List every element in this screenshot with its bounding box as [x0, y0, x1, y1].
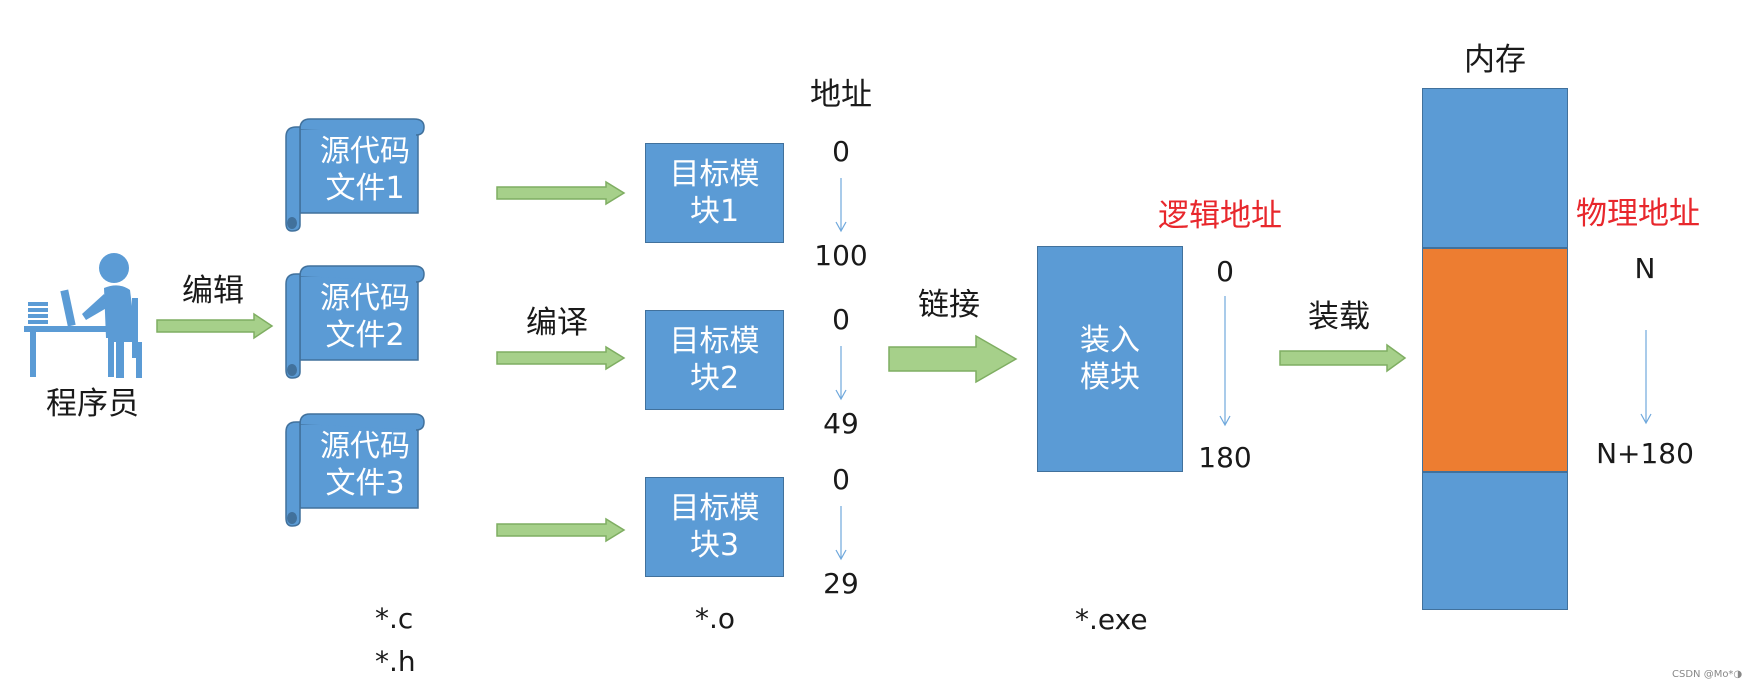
- address-range-3-end: 29: [823, 567, 859, 600]
- source-file-3: 源代码文件3: [282, 412, 430, 528]
- memory-label: 内存: [1464, 42, 1526, 78]
- physical-address-start: N: [1634, 252, 1656, 285]
- object-module-1: 目标模 块1: [645, 143, 784, 243]
- compile-label: 编译: [526, 305, 588, 341]
- object-module-3-line2: 块3: [689, 528, 740, 563]
- logical-address-end: 180: [1198, 441, 1252, 474]
- source-ext-c: *.c: [375, 602, 414, 635]
- source-ext-h: *.h: [375, 645, 416, 678]
- exe-ext: *.exe: [1075, 603, 1148, 636]
- source-file-1-line1: 源代码: [320, 133, 410, 169]
- programmer-label: 程序员: [46, 386, 139, 422]
- source-file-2-line2: 文件2: [325, 318, 405, 353]
- address-range-1-start: 0: [832, 135, 850, 168]
- load-module: 装入 模块: [1037, 246, 1183, 472]
- source-file-3-line1: 源代码: [320, 428, 410, 464]
- address-range-1-arrow: [835, 178, 847, 233]
- load-module-line1: 装入: [1080, 322, 1140, 358]
- object-module-3: 目标模 块3: [645, 477, 784, 577]
- logical-address-arrow: [1219, 296, 1231, 427]
- source-file-1-line2: 文件1: [325, 171, 405, 206]
- memory-segment-bottom: [1422, 472, 1568, 610]
- object-module-2: 目标模 块2: [645, 310, 784, 410]
- source-file-2-line1: 源代码: [320, 280, 410, 316]
- programmer-icon: [24, 253, 142, 378]
- logical-address-start: 0: [1216, 255, 1234, 288]
- link-label: 链接: [918, 287, 980, 323]
- address-range-3-start: 0: [832, 463, 850, 496]
- logical-address-label: 逻辑地址: [1158, 198, 1282, 234]
- source-file-2: 源代码文件2: [282, 264, 430, 380]
- object-module-1-line1: 目标模: [669, 156, 760, 192]
- address-header: 地址: [810, 77, 872, 113]
- address-range-2-end: 49: [823, 407, 859, 440]
- physical-address-label: 物理地址: [1576, 196, 1700, 232]
- link-arrow: [888, 334, 1018, 384]
- load-label: 装载: [1308, 299, 1370, 335]
- physical-address-arrow: [1640, 330, 1652, 425]
- address-range-1-end: 100: [814, 239, 868, 272]
- address-range-2-start: 0: [832, 303, 850, 336]
- object-module-2-line1: 目标模: [669, 323, 760, 359]
- load-module-line2: 模块: [1080, 360, 1140, 395]
- object-module-1-line2: 块1: [689, 194, 740, 229]
- compile-arrow-1: [496, 180, 626, 206]
- address-range-3-arrow: [835, 506, 847, 561]
- watermark: CSDN @Mo*◑: [1672, 669, 1743, 680]
- address-range-2-arrow: [835, 346, 847, 401]
- source-file-3-line2: 文件3: [325, 466, 405, 501]
- object-module-3-line1: 目标模: [669, 490, 760, 526]
- source-file-1: 源代码文件1: [282, 117, 430, 233]
- edit-arrow: [156, 312, 274, 340]
- load-arrow: [1279, 343, 1407, 373]
- compile-arrow-3: [496, 517, 626, 543]
- object-module-2-line2: 块2: [689, 361, 740, 396]
- memory-segment-top: [1422, 88, 1568, 248]
- compile-arrow-2: [496, 345, 626, 371]
- memory-segment-loaded: [1422, 248, 1568, 472]
- edit-label: 编辑: [182, 273, 244, 309]
- physical-address-end: N+180: [1596, 437, 1694, 470]
- object-ext: *.o: [695, 602, 736, 635]
